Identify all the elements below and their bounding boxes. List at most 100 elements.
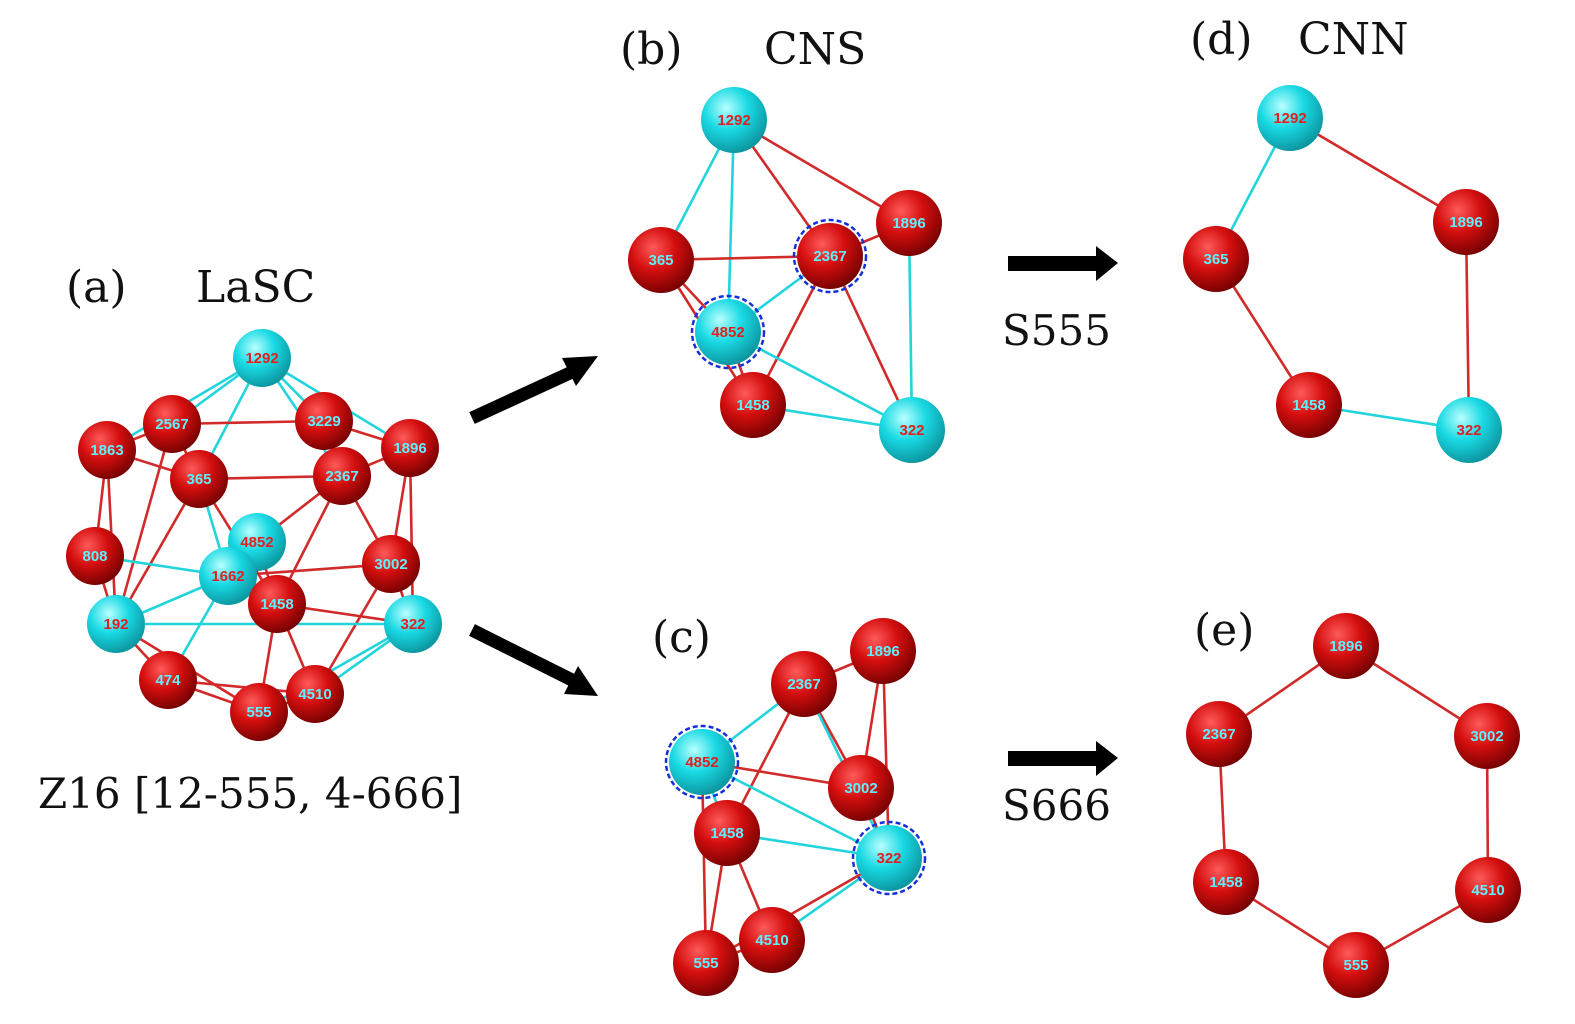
sc-atom-sphere <box>1433 189 1499 255</box>
sc-atom-sphere <box>170 450 228 508</box>
atom-1896: 1896 <box>876 190 942 256</box>
atom-1458: 1458 <box>694 800 760 866</box>
atom-label: 1458 <box>1292 397 1325 414</box>
bond-322-555 <box>258 622 414 714</box>
highlight-ring <box>690 294 766 370</box>
sc-atom-sphere <box>66 527 124 585</box>
sc-atom-sphere <box>1455 857 1521 923</box>
atom-192: 192 <box>87 595 145 653</box>
atom-label: 4852 <box>240 534 273 551</box>
atom-1292: 1292 <box>1257 85 1323 151</box>
sc-atom-sphere <box>797 223 863 289</box>
panel-c-tag: (c) <box>652 612 711 663</box>
la-atom-sphere <box>701 87 767 153</box>
atom-4510: 4510 <box>739 907 805 973</box>
atom-label: 365 <box>648 252 673 269</box>
atom-555: 555 <box>1323 932 1389 998</box>
atom-4510: 4510 <box>286 665 344 723</box>
sc-atom-sphere <box>313 447 371 505</box>
atom-label: 555 <box>693 955 718 972</box>
atom-label: 365 <box>186 471 211 488</box>
atom-label: 2367 <box>1202 726 1235 743</box>
arrow-top-label: S555 <box>1002 306 1111 355</box>
sc-atom-sphere <box>628 227 694 293</box>
la-atom-sphere <box>879 397 945 463</box>
sc-atom-sphere <box>694 800 760 866</box>
atom-1458: 1458 <box>1193 849 1259 915</box>
bond-1292-1896 <box>1289 116 1467 224</box>
atom-label: 322 <box>899 422 924 439</box>
atom-label: 555 <box>246 704 271 721</box>
atom-label: 1896 <box>866 643 899 660</box>
la-atom-sphere <box>233 329 291 387</box>
atom-label: 4510 <box>298 686 331 703</box>
atom-label: 4852 <box>685 754 718 771</box>
bond-1896-322 <box>881 650 891 859</box>
la-atom-sphere <box>1436 397 1502 463</box>
atom-1458: 1458 <box>1276 372 1342 438</box>
atom-label: 2567 <box>155 416 188 433</box>
atom-label: 1662 <box>211 568 244 585</box>
atom-label: 322 <box>400 616 425 633</box>
atom-2367: 2367 <box>1186 701 1252 767</box>
sc-atom-sphere <box>1313 613 1379 679</box>
atom-474: 474 <box>139 651 197 709</box>
atom-label: 3002 <box>374 556 407 573</box>
sc-atom-sphere <box>248 575 306 633</box>
atom-label: 3229 <box>307 413 340 430</box>
atom-label: 3002 <box>1470 728 1503 745</box>
la-atom-sphere <box>1257 85 1323 151</box>
atom-label: 365 <box>1203 251 1228 268</box>
panel-d-tag: (d) <box>1190 14 1253 65</box>
atom-2367: 2367 <box>792 218 868 294</box>
atom-label: 1863 <box>90 442 123 459</box>
sc-atom-sphere <box>673 930 739 996</box>
bond-4852-322 <box>727 330 913 432</box>
panel-e-tag: (e) <box>1194 605 1254 656</box>
sc-atom-sphere <box>739 907 805 973</box>
sc-atom-sphere <box>828 755 894 821</box>
panel-b-tag: (b) <box>620 24 683 75</box>
sc-atom-sphere <box>850 618 916 684</box>
sc-atom-sphere <box>1276 372 1342 438</box>
bond-1896-322 <box>907 222 914 431</box>
arrow-c-to-e <box>1008 741 1118 776</box>
atom-365: 365 <box>628 227 694 293</box>
sc-atom-sphere <box>771 651 837 717</box>
atom-label: 192 <box>103 616 128 633</box>
atom-label: 2367 <box>813 248 846 265</box>
atom-label: 1458 <box>736 397 769 414</box>
atom-label: 2367 <box>787 676 820 693</box>
atom-label: 322 <box>876 850 901 867</box>
atom-1896: 1896 <box>381 419 439 477</box>
atom-4510: 4510 <box>1455 857 1521 923</box>
panel-d-title: CNN <box>1298 14 1409 65</box>
panel-a-title: LaSC <box>196 262 315 313</box>
atom-555: 555 <box>673 930 739 996</box>
arrow-a-to-b <box>469 356 598 424</box>
atom-322: 322 <box>879 397 945 463</box>
la-atom-sphere <box>695 299 761 365</box>
atom-label: 322 <box>1456 422 1481 439</box>
sc-atom-sphere <box>295 392 353 450</box>
atom-555: 555 <box>230 683 288 741</box>
sc-atom-sphere <box>139 651 197 709</box>
atom-3002: 3002 <box>362 535 420 593</box>
atom-808: 808 <box>66 527 124 585</box>
sc-atom-sphere <box>1323 932 1389 998</box>
bond-1896-322 <box>1464 221 1471 431</box>
atom-label: 1896 <box>1329 638 1362 655</box>
la-atom-sphere <box>87 595 145 653</box>
sc-atom-sphere <box>78 421 136 479</box>
highlight-ring <box>851 820 927 896</box>
atom-label: 555 <box>1343 957 1368 974</box>
atom-4852: 4852 <box>690 294 766 370</box>
atom-322: 322 <box>851 820 927 896</box>
atom-label: 1896 <box>892 215 925 232</box>
atom-label: 4510 <box>755 932 788 949</box>
atom-label: 2367 <box>325 468 358 485</box>
atom-1896: 1896 <box>850 618 916 684</box>
